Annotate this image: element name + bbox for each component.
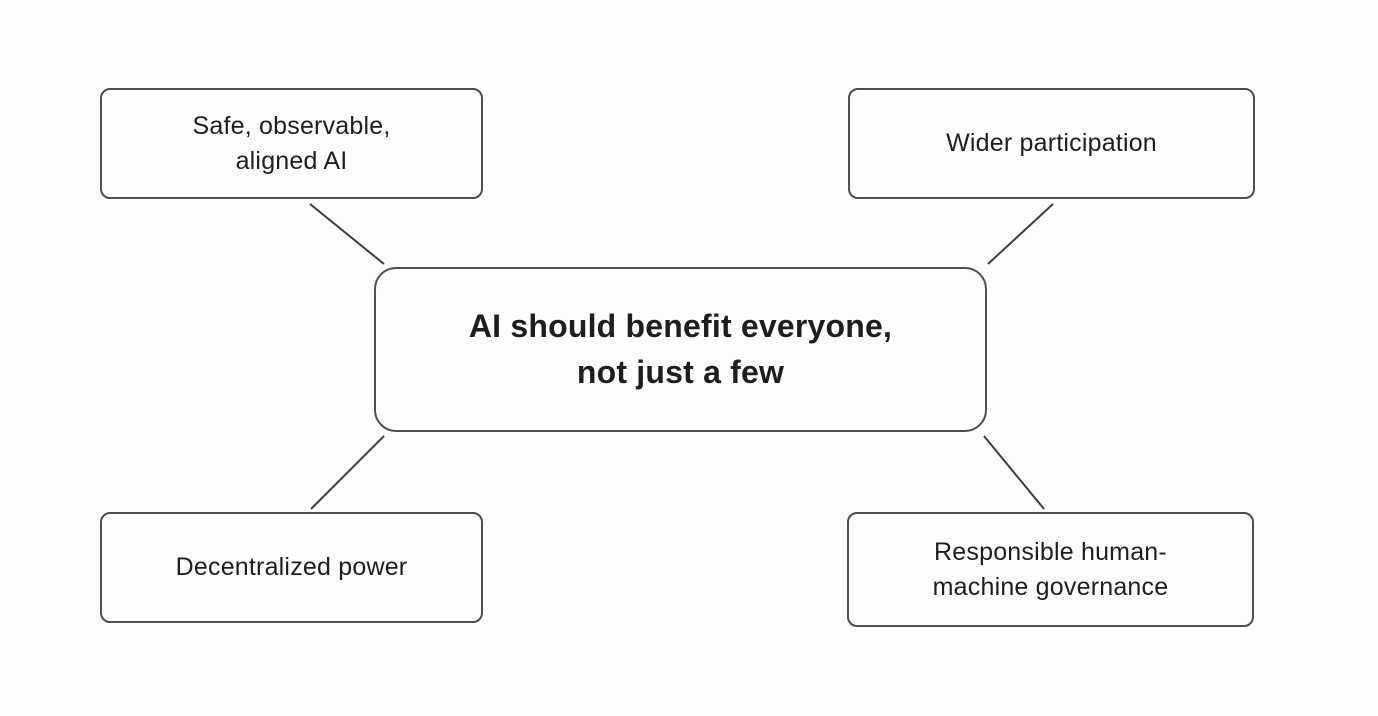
node-top-left-label: Safe, observable, aligned AI	[192, 112, 391, 175]
node-top-left: Safe, observable, aligned AI	[100, 88, 483, 199]
node-top-right-label: Wider participation	[946, 129, 1157, 158]
node-bottom-left-label: Decentralized power	[175, 553, 408, 582]
connector-center-top-right	[987, 203, 1054, 265]
connector-center-bottom-right	[983, 435, 1045, 510]
connector-center-top-left	[309, 203, 385, 265]
node-bottom-right: Responsible human- machine governance	[847, 512, 1254, 627]
connector-center-bottom-left	[310, 435, 385, 510]
node-bottom-left: Decentralized power	[100, 512, 483, 623]
node-center-label: AI should benefit everyone, not just a f…	[468, 308, 893, 390]
node-bottom-right-label: Responsible human- machine governance	[932, 538, 1169, 601]
node-center: AI should benefit everyone, not just a f…	[374, 267, 987, 432]
node-top-right: Wider participation	[848, 88, 1255, 199]
